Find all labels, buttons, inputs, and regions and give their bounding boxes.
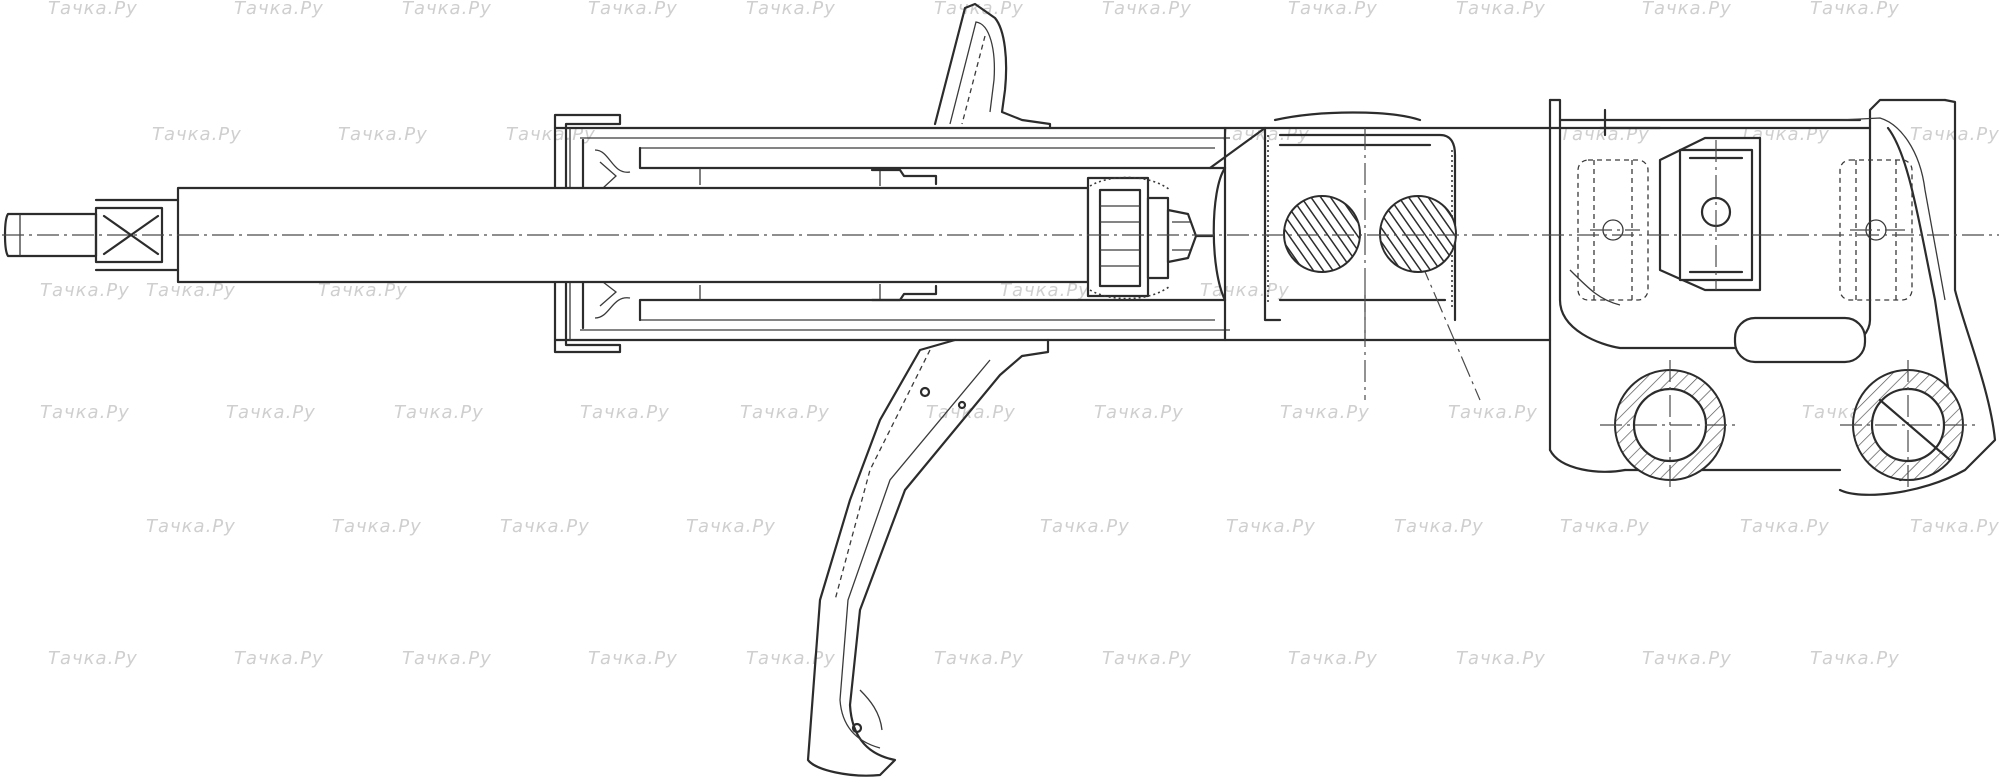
watermark-text: Тачка.Ру — [686, 516, 776, 537]
watermark-text: Тачка.Ру — [1448, 402, 1538, 423]
watermark-text: Тачка.Ру — [746, 648, 836, 669]
watermark-text: Тачка.Ру — [226, 402, 316, 423]
outer-tube — [553, 126, 1662, 342]
watermark-text: Тачка.Ру — [1200, 280, 1290, 301]
watermark-text: Тачка.Ру — [40, 402, 130, 423]
watermark-text: Тачка.Ру — [402, 648, 492, 669]
mounting-holes — [1600, 360, 1980, 490]
watermark-text: Тачка.Ру — [1102, 648, 1192, 669]
watermark-text: Тачка.Ру — [1740, 124, 1830, 145]
watermark-text: Тачка.Ру — [48, 648, 138, 669]
watermark-text: Тачка.Ру — [1226, 516, 1316, 537]
watermark-text: Тачка.Ру — [588, 648, 678, 669]
watermark-text: Тачка.Ру — [1094, 402, 1184, 423]
watermark-text: Тачка.Ру — [1102, 0, 1192, 19]
watermark-text: Тачка.Ру — [234, 0, 324, 19]
watermark-text: Тачка.Ру — [934, 0, 1024, 19]
watermark-text: Тачка.Ру — [1642, 648, 1732, 669]
watermark-text: Тачка.Ру — [1740, 516, 1830, 537]
watermark-text: Тачка.Ру — [394, 402, 484, 423]
watermark-text: Тачка.Ру — [1040, 516, 1130, 537]
watermark-text: Тачка.Ру — [48, 0, 138, 19]
watermark-text: Тачка.Ру — [500, 516, 590, 537]
watermark-text: Тачка.Ру — [1810, 0, 1900, 19]
watermark-text: Тачка.Ру — [40, 280, 130, 301]
watermark-text: Тачка.Ру — [1560, 516, 1650, 537]
watermark-text: Тачка.Ру — [152, 124, 242, 145]
watermark-text: Тачка.Ру — [1456, 0, 1546, 19]
watermark-text: Тачка.Ру — [506, 124, 596, 145]
watermark-text: Тачка.Ру — [934, 648, 1024, 669]
watermark-text: Тачка.Ру — [1000, 280, 1090, 301]
piston-assembly — [870, 168, 1214, 302]
watermark-text: Тачка.Ру — [332, 516, 422, 537]
watermark-text: Тачка.Ру — [746, 0, 836, 19]
watermark-text: Тачка.Ру — [1810, 648, 1900, 669]
spring-seat — [806, 2, 1052, 777]
watermark-text: Тачка.Ру — [1394, 516, 1484, 537]
watermark-text: Тачка.Ру — [588, 0, 678, 19]
watermark-text: Тачка.Ру — [338, 124, 428, 145]
knuckle-mount — [1548, 98, 1997, 496]
watermark-text: Тачка.Ру — [1642, 0, 1732, 19]
watermark-text: Тачка.Ру — [1456, 648, 1546, 669]
watermark-text: Тачка.Ру — [580, 402, 670, 423]
watermark-text: Тачка.Ру — [1288, 648, 1378, 669]
knuckle-bracket — [1208, 111, 1481, 401]
watermark-text: Тачка.Ру — [740, 402, 830, 423]
watermark-text: Тачка.Ру — [146, 280, 236, 301]
watermark-text: Тачка.Ру — [234, 648, 324, 669]
watermark-text: Тачка.Ру — [318, 280, 408, 301]
watermark-text: Тачка.Ру — [1288, 0, 1378, 19]
bump-stop — [1283, 195, 1457, 273]
watermark-text: Тачка.Ру — [1280, 402, 1370, 423]
watermark-text: Тачка.Ру — [402, 0, 492, 19]
watermark-text: Тачка.Ру — [146, 516, 236, 537]
watermark-text: Тачка.Ру — [1910, 516, 1999, 537]
